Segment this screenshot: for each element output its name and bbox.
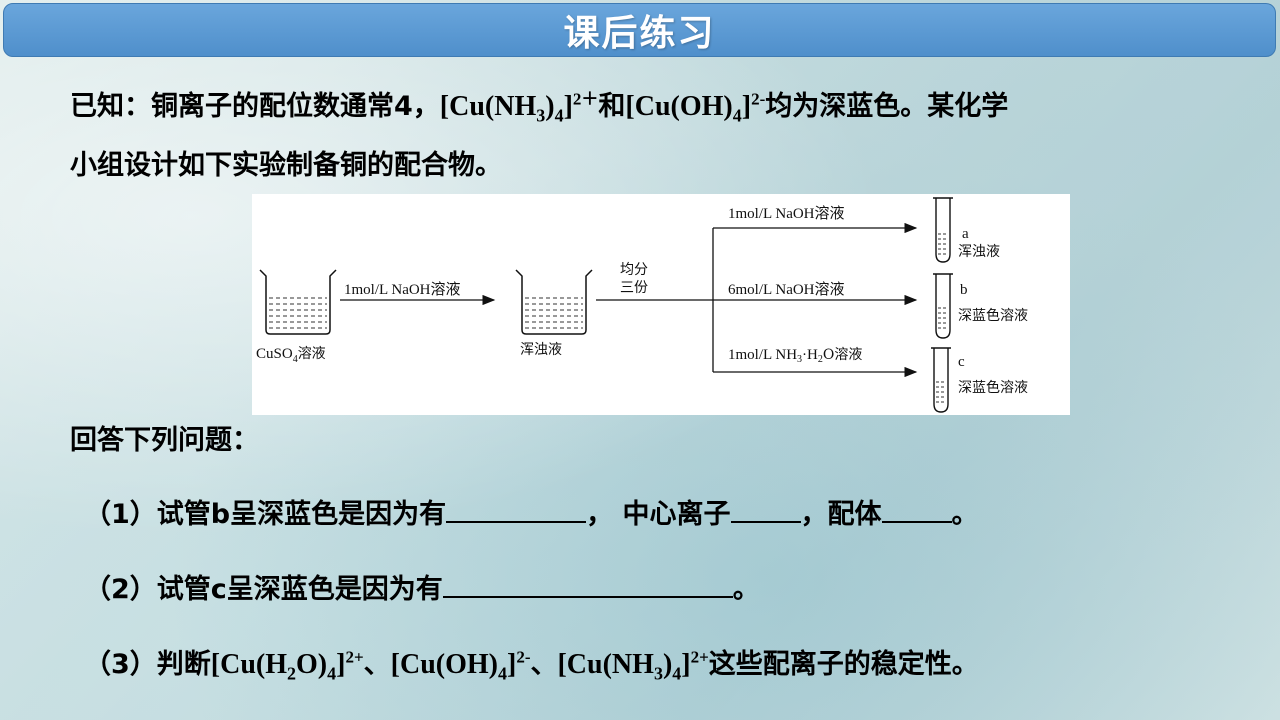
beaker-cuso4 bbox=[259, 269, 337, 335]
branch-c-label: 1mol/L NH3·H2O溶液 bbox=[728, 347, 862, 365]
branch-b-label: 6mol/L NaOH溶液 bbox=[728, 281, 845, 298]
title-banner: 课后练习 bbox=[3, 3, 1276, 57]
ion-cu-nh3-4: [Cu(NH3)4]2＋ bbox=[439, 89, 599, 126]
tube-b-result: 深蓝色溶液 bbox=[958, 307, 1028, 324]
answer-blank-2[interactable] bbox=[442, 570, 733, 598]
experiment-diagram-svg: CuSO4溶液 1mol/L NaOH溶液 浑浊液 均分 三份 1mol/L N… bbox=[256, 197, 1028, 413]
question-1: （1）试管b呈深蓝色是因为有， 中心离子，配体。 bbox=[84, 492, 979, 531]
page-title: 课后练习 bbox=[563, 13, 716, 54]
answer-blank-1a[interactable] bbox=[446, 495, 587, 523]
intro-line-2: 小组设计如下实验制备铜的配合物。 bbox=[70, 150, 502, 181]
branch-a-label: 1mol/L NaOH溶液 bbox=[728, 205, 845, 222]
tube-a-result: 浑浊液 bbox=[958, 244, 1000, 260]
beaker1-label: CuSO4溶液 bbox=[256, 346, 326, 365]
intro-text-2: 均为深蓝色。某化学 bbox=[765, 91, 1009, 122]
test-tube-b bbox=[933, 273, 953, 339]
ion-cu-oh-4: [Cu(OH)4]2- bbox=[625, 89, 766, 126]
tube-c-letter: c bbox=[958, 354, 965, 370]
experiment-diagram: CuSO4溶液 1mol/L NaOH溶液 浑浊液 均分 三份 1mol/L N… bbox=[252, 194, 1070, 415]
arrow1-label: 1mol/L NaOH溶液 bbox=[344, 281, 461, 298]
question-3: （3）判断[Cu(H2O)4]2+、[Cu(OH)4]2-、[Cu(NH3)4]… bbox=[84, 647, 979, 684]
answer-blank-1b[interactable] bbox=[730, 495, 801, 523]
beaker-turbid bbox=[515, 269, 593, 335]
intro-line-1: 已知：铜离子的配位数通常4，[Cu(NH3)4]2＋和[Cu(OH)4]2-均为… bbox=[70, 84, 1008, 127]
beaker2-label: 浑浊液 bbox=[520, 342, 562, 358]
ion-cu-nh3-4-q3: [Cu(NH3)4]2+ bbox=[557, 647, 709, 684]
test-tube-c bbox=[931, 347, 951, 413]
ion-cu-oh-4-q3: [Cu(OH)4]2- bbox=[390, 647, 531, 684]
test-tube-a bbox=[933, 197, 953, 263]
split-label-1: 均分 bbox=[620, 262, 648, 278]
answer-blank-1c[interactable] bbox=[881, 495, 952, 523]
ion-cu-h2o-4: [Cu(H2O)4]2+ bbox=[210, 647, 364, 684]
and-text: 和 bbox=[598, 91, 626, 122]
questions-prompt: 回答下列问题： bbox=[70, 425, 259, 456]
tube-c-result: 深蓝色溶液 bbox=[958, 379, 1028, 396]
tube-b-letter: b bbox=[960, 282, 968, 298]
tube-a-letter: a bbox=[962, 226, 969, 242]
split-label-2: 三份 bbox=[620, 280, 648, 296]
question-2: （2）试管c呈深蓝色是因为有。 bbox=[84, 567, 760, 606]
intro-text: 已知：铜离子的配位数通常4， bbox=[70, 91, 440, 122]
